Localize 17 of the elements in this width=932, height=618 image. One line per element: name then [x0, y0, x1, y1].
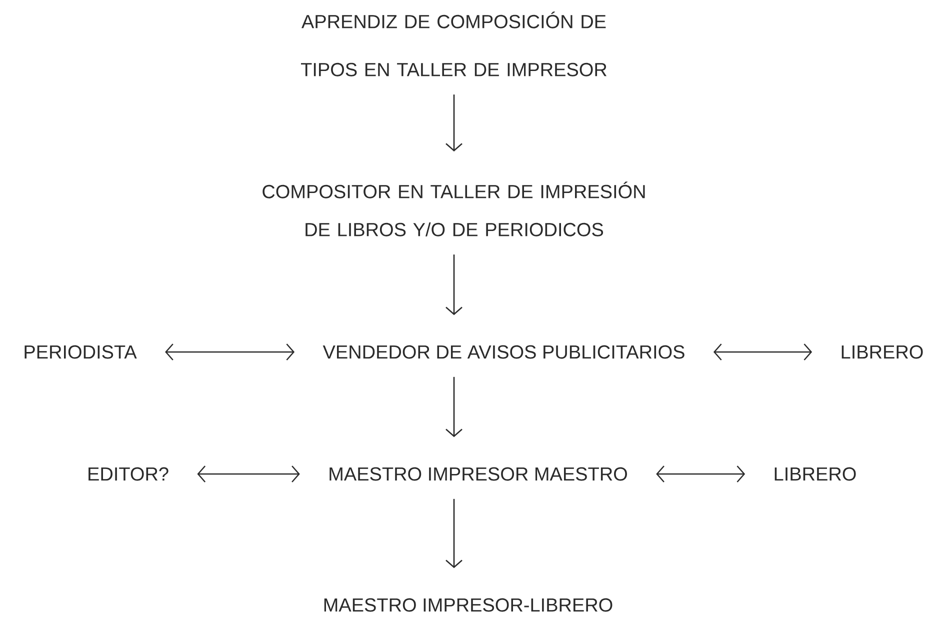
arrow [446, 376, 462, 438]
arrow [713, 344, 812, 360]
step-text: LIBRERO [774, 467, 856, 481]
step-text: COMPOSITOR EN TALLER DE IMPRESIÓN DE LIBROS Y/O DE PERIODICOS [262, 182, 645, 236]
step-text: APRENDIZ DE COMPOSICIÓN DE TIPOS EN TALLER DE IMPRESOR [301, 12, 607, 76]
step-text: MAESTRO IMPRESOR MAESTRO [330, 467, 627, 481]
step-text: VENDEDOR DE AVISOS PUBLICITARIOS [322, 345, 684, 359]
step-text: MAESTRO IMPRESOR-LIBRERO [324, 598, 612, 612]
arrow [446, 254, 462, 316]
step-text: EDITOR? [88, 467, 168, 481]
step-text: PERIODISTA [24, 345, 137, 359]
arrow [197, 466, 300, 482]
arrow [446, 498, 462, 568]
arrow [165, 344, 295, 360]
step-text: LIBRERO [842, 345, 923, 359]
arrow [446, 94, 462, 152]
arrow [656, 466, 746, 482]
